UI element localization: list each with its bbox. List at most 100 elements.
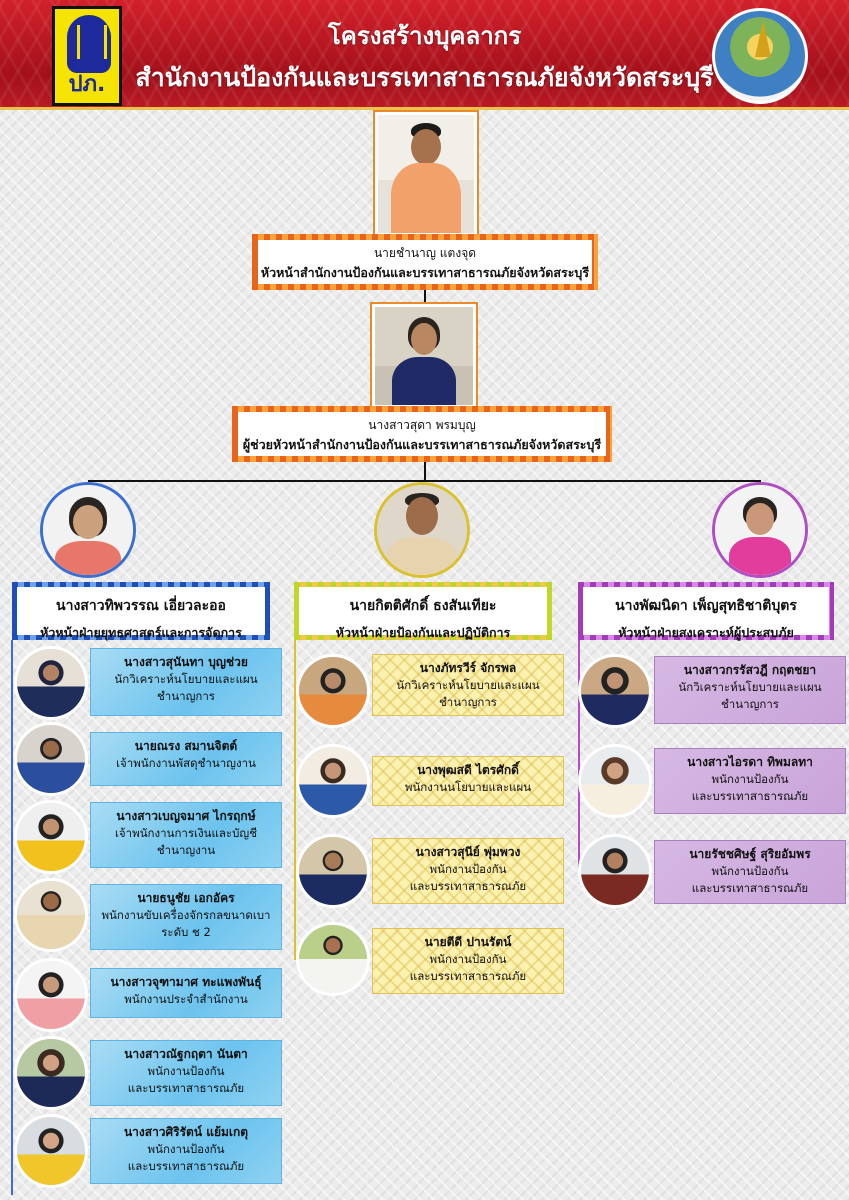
staff-position-level: และบรรเทาสาธารณภัย — [127, 1159, 245, 1173]
staff-photo — [296, 834, 370, 908]
staff-name: นางสาวสุนีย์ พุ่มพวง — [415, 845, 521, 859]
staff-position-level: และบรรเทาสาธารณภัย — [691, 789, 809, 803]
staff-position-level: และบรรเทาสาธารณภัย — [691, 881, 809, 895]
staff-photo — [578, 834, 652, 908]
staff-card: นางพุฒสดี ไตรศักดิ์ พนักงานนโยบายและแผน — [372, 756, 564, 806]
staff-name: นางภัทรวีร์ จักรพล — [419, 661, 517, 675]
staff-position: พนักงานป้องกัน — [429, 862, 507, 876]
division-3-head-photo — [712, 482, 808, 578]
staff-photo — [296, 922, 370, 996]
staff-name: นายรัชชศิษฐ์ สุริยอัมพร — [689, 847, 811, 861]
division-1-line — [11, 640, 13, 1195]
staff-card: นายตีดี ปานรัตน์ พนักงานป้องกัน และบรรเท… — [372, 928, 564, 994]
division-2-banner: นายกิตติศักดิ์ ธงสันเทียะ หัวหน้าฝ่ายป้อ… — [294, 582, 552, 640]
temple-spire-icon — [755, 21, 771, 57]
staff-card: นางสาวกรรัสวฎี กฤตชยา นักวิเคราะห์นโยบาย… — [654, 656, 846, 724]
staff-position: พนักงานป้องกัน — [147, 1142, 225, 1156]
director-photo — [373, 110, 479, 238]
staff-position-level: และบรรเทาสาธารณภัย — [409, 879, 527, 893]
staff-card: นางภัทรวีร์ จักรพล นักวิเคราะห์นโยบายและ… — [372, 654, 564, 716]
division-2-head-position: หัวหน้าฝ่ายป้องกันและปฏิบัติการ — [335, 625, 511, 640]
staff-position: พนักงานป้องกัน — [711, 864, 789, 878]
staff-photo — [14, 1114, 88, 1188]
staff-card: นางสาวไอรดา ทิพมลทา พนักงานป้องกัน และบร… — [654, 748, 846, 814]
staff-position: เจ้าพนักงานพัสดุชำนาญงาน — [116, 756, 256, 770]
staff-photo — [14, 646, 88, 720]
staff-card: นางสาวศิริรัตน์ แย้มเกตุ พนักงานป้องกัน … — [90, 1118, 282, 1184]
staff-position: นักวิเคราะห์นโยบายและแผน — [678, 680, 822, 694]
staff-position: นักวิเคราะห์นโยบายและแผน — [114, 672, 258, 686]
staff-card: นางสาวสุนีย์ พุ่มพวง พนักงานป้องกัน และบ… — [372, 838, 564, 904]
staff-position-level: และบรรเทาสาธารณภัย — [409, 969, 527, 983]
staff-card: นายรัชชศิษฐ์ สุริยอัมพร พนักงานป้องกัน แ… — [654, 840, 846, 904]
staff-card: นางสาวณัฐกฤตา นันตา พนักงานป้องกัน และบร… — [90, 1040, 282, 1106]
staff-photo — [296, 654, 370, 728]
staff-card: นางสาวสุนันทา บุญช่วย นักวิเคราะห์นโยบาย… — [90, 648, 282, 716]
staff-position: พนักงานนโยบายและแผน — [404, 780, 532, 794]
staff-name: นางสาวเบญจมาศ ไกรฤกษ์ — [116, 809, 256, 823]
province-seal — [712, 8, 808, 104]
division-2-line — [294, 640, 296, 960]
assistant-position: ผู้ช่วยหัวหน้าสำนักงานป้องกันและบรรเทาสา… — [242, 437, 602, 452]
staff-name: นางสาวไอรดา ทิพมลทา — [687, 755, 813, 769]
division-1-head-name: นางสาวทิพวรรณ เอี่ยวละออ — [56, 598, 226, 614]
staff-position: เจ้าพนักงานการเงินและบัญชี — [114, 826, 257, 840]
division-2-head-name: นายกิตติศักดิ์ ธงสันเทียะ — [349, 598, 497, 614]
division-2-head-photo — [374, 482, 470, 578]
staff-card: นางสาวเบญจมาศ ไกรฤกษ์ เจ้าพนักงานการเงิน… — [90, 802, 282, 868]
staff-photo — [14, 1036, 88, 1110]
assistant-banner: นางสาวสุดา พรมบุญ ผู้ช่วยหัวหน้าสำนักงาน… — [232, 406, 612, 462]
staff-name: นายณรง สมานจิตต์ — [134, 739, 238, 753]
staff-photo — [14, 800, 88, 874]
director-figure — [391, 123, 461, 233]
staff-position-level: ระดับ ช 2 — [161, 925, 211, 939]
staff-photo — [578, 654, 652, 728]
staff-position: นักวิเคราะห์นโยบายและแผน — [396, 678, 540, 692]
page-title: โครงสร้างบุคลากร — [327, 22, 522, 50]
division-1-head-photo — [40, 482, 136, 578]
director-position: หัวหน้าสำนักงานป้องกันและบรรเทาสาธารณภัย… — [260, 265, 590, 280]
staff-position: พนักงานขับเครื่องจักรกลขนาดเบา — [101, 908, 271, 922]
connector-line — [424, 462, 426, 480]
staff-position: พนักงานป้องกัน — [429, 952, 507, 966]
division-3-banner: นางพัฒนิดา เพ็ญสุทธิชาติบุตร หัวหน้าฝ่าย… — [578, 582, 834, 640]
division-1-head-position: หัวหน้าฝ่ายยุทธศาสตร์และการจัดการ — [40, 625, 242, 640]
staff-position: พนักงานป้องกัน — [711, 772, 789, 786]
director-name: นายชำนาญ แตงจุด — [373, 246, 477, 260]
staff-position-level: ชำนาญการ — [157, 689, 215, 703]
division-3-head-name: นางพัฒนิดา เพ็ญสุทธิชาติบุตร — [615, 598, 797, 614]
staff-name: นายตีดี ปานรัตน์ — [424, 935, 512, 949]
staff-position-level: และบรรเทาสาธารณภัย — [127, 1081, 245, 1095]
hand-emblem-icon — [67, 15, 111, 73]
assistant-name: นางสาวสุดา พรมบุญ — [368, 418, 476, 432]
assistant-figure — [392, 317, 456, 405]
staff-name: นางสาวจุฑามาศ ทะแพงพันธุ์ — [110, 975, 262, 989]
staff-card: นายณรง สมานจิตต์ เจ้าพนักงานพัสดุชำนาญงา… — [90, 732, 282, 786]
logo-text: ปภ. — [68, 72, 106, 97]
staff-position-level: ชำนาญการ — [439, 695, 497, 709]
staff-position: พนักงานป้องกัน — [147, 1064, 225, 1078]
page-subtitle: สำนักงานป้องกันและบรรเทาสาธารณภัยจังหวัด… — [135, 63, 714, 92]
staff-name: นายธนูชัย เอกอัคร — [137, 891, 235, 905]
staff-name: นางพุฒสดี ไตรศักดิ์ — [417, 763, 519, 777]
staff-photo — [14, 878, 88, 952]
staff-position: พนักงานประจำสำนักงาน — [124, 992, 248, 1006]
staff-name: นางสาวสุนันทา บุญช่วย — [124, 655, 248, 669]
director-banner: นายชำนาญ แตงจุด หัวหน้าสำนักงานป้องกันแล… — [252, 234, 598, 290]
staff-card: นายธนูชัย เอกอัคร พนักงานขับเครื่องจักรก… — [90, 884, 282, 950]
header-banner: ปภ. โครงสร้างบุคลากร สำนักงานป้องกันและบ… — [0, 0, 849, 110]
staff-photo — [14, 958, 88, 1032]
staff-photo — [14, 722, 88, 796]
staff-name: นางสาวกรรัสวฎี กฤตชยา — [683, 663, 817, 677]
staff-position-level: ชำนาญการ — [721, 697, 779, 711]
dpm-logo: ปภ. — [52, 6, 122, 106]
division-3-head-position: หัวหน้าฝ่ายสงเคราะห์ผู้ประสบภัย — [618, 625, 794, 640]
branch-line — [88, 480, 761, 482]
staff-card: นางสาวจุฑามาศ ทะแพงพันธุ์ พนักงานประจำสำ… — [90, 968, 282, 1018]
staff-name: นางสาวณัฐกฤตา นันตา — [124, 1047, 248, 1061]
staff-name: นางสาวศิริรัตน์ แย้มเกตุ — [123, 1125, 249, 1139]
division-1-banner: นางสาวทิพวรรณ เอี่ยวละออ หัวหน้าฝ่ายยุทธ… — [12, 582, 270, 640]
assistant-photo — [370, 302, 478, 410]
staff-position-level: ชำนาญงาน — [156, 843, 216, 857]
division-3-line — [578, 640, 580, 872]
